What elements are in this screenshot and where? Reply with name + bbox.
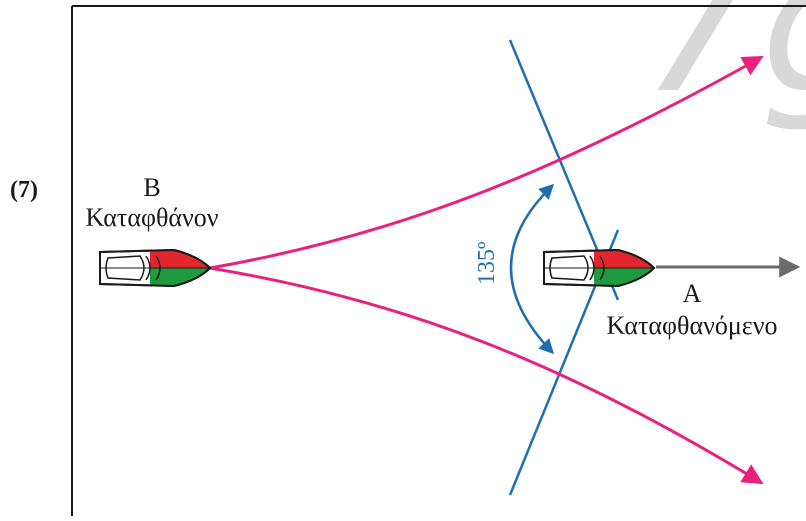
boat-b-name: Καταφθάνον bbox=[85, 203, 218, 232]
boat-b-icon bbox=[99, 248, 212, 288]
boat-a-letter: A bbox=[683, 279, 702, 308]
angle-label: 135º bbox=[474, 241, 500, 285]
watermark-text: 7g bbox=[640, 0, 806, 135]
boat-b-letter: B bbox=[143, 173, 160, 202]
figure-number: (7) bbox=[10, 177, 38, 203]
overtake-path-lower bbox=[209, 266, 764, 485]
boat-a-name: Καταφθανόμενο bbox=[607, 311, 778, 340]
boat-a-icon bbox=[543, 248, 656, 288]
angle-arc bbox=[509, 183, 555, 355]
overtake-path-upper bbox=[209, 55, 764, 270]
